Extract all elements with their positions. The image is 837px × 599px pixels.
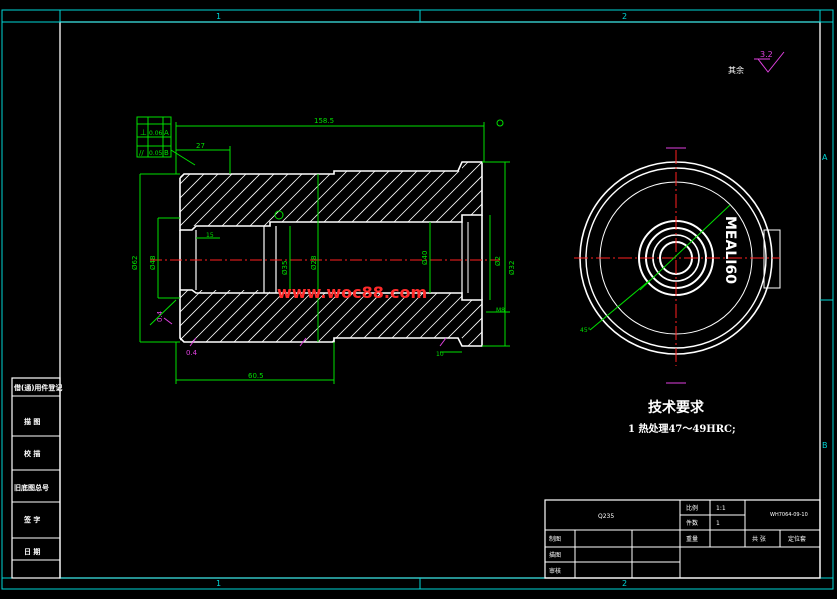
hatch-line xyxy=(297,290,359,346)
hatch-line xyxy=(261,162,331,226)
tol-val-2: 0.05 xyxy=(149,150,163,157)
dim-step-r: 10 xyxy=(436,351,444,358)
tb-qty-value: 1 xyxy=(716,520,720,527)
zone-col-top-2: 2 xyxy=(622,12,627,21)
dim-chamfer-2: 0.4 xyxy=(156,310,164,322)
hatch-line xyxy=(180,290,233,346)
dim-right-2: Ø2 xyxy=(494,256,502,266)
dim-right-32: Ø32 xyxy=(508,261,516,275)
tb-drawing-no: WH7064-09-10 xyxy=(770,512,808,518)
dim-inner-28: Ø28 xyxy=(310,256,318,270)
hatch-line xyxy=(233,162,303,226)
left-strip-2: 描 图 xyxy=(24,417,40,426)
tb-scale-label: 比例 xyxy=(686,504,698,512)
hatch-line xyxy=(479,290,482,346)
tol-sym-2: // xyxy=(139,149,144,157)
tol-datum-1: A xyxy=(164,129,169,137)
roughness-symbol xyxy=(754,51,785,73)
left-strip-4: 旧底图总号 xyxy=(14,483,49,492)
zone-col-bottom-1: 1 xyxy=(216,579,221,588)
dim-inner-35: Ø35 xyxy=(281,261,289,275)
dim-top-step: 27 xyxy=(196,142,205,150)
tb-row-2: 描图 xyxy=(549,551,561,559)
dim-bore: 15 xyxy=(206,232,214,239)
tol-sym-1: ⊥ xyxy=(140,128,147,137)
end-view-angle: 45° xyxy=(580,327,591,334)
tb-sheet-label: 共 张 xyxy=(752,535,766,543)
tb-qty-label: 件数 xyxy=(686,519,698,527)
hatch-line xyxy=(457,162,482,226)
hatch-line xyxy=(465,290,482,346)
dim-left-62: Ø62 xyxy=(131,256,139,270)
hatch-line xyxy=(311,290,373,346)
left-strip xyxy=(11,377,61,579)
dim-chamfer-1: 0.4 xyxy=(186,349,198,357)
hatch-line xyxy=(205,162,275,226)
left-strip-3: 校 描 xyxy=(24,449,40,458)
hatch-line xyxy=(269,290,331,346)
tb-weight-label: 重量 xyxy=(686,535,698,543)
tb-row-1: 制图 xyxy=(549,535,561,543)
dim-overall-length: 158.5 xyxy=(314,117,334,125)
title-block xyxy=(544,499,821,579)
hatch-line xyxy=(443,162,482,226)
end-view xyxy=(574,147,781,384)
dimension-lines xyxy=(139,119,510,384)
zone-row-b: B xyxy=(822,441,828,450)
hatch-line xyxy=(227,290,289,346)
dim-left-length: 60.5 xyxy=(248,372,264,380)
hatch-line xyxy=(451,290,482,346)
tb-part-name: 定位套 xyxy=(788,535,806,543)
hatch-line xyxy=(415,162,482,226)
roughness-label: 其余 xyxy=(728,65,744,75)
tolerance-frame xyxy=(136,116,196,166)
left-strip-5: 签 字 xyxy=(23,515,40,524)
hatch-line xyxy=(283,290,345,346)
tol-val-1: 0.06 xyxy=(149,130,163,137)
hatch-line xyxy=(180,162,247,226)
dim-inner-40: Ø40 xyxy=(421,251,429,265)
tech-req-title: 技术要求 xyxy=(648,399,705,416)
hatch-line xyxy=(255,290,317,346)
dim-left-48: Ø48 xyxy=(149,256,157,270)
hatch-line xyxy=(191,162,261,226)
hatch-line xyxy=(429,162,482,226)
left-strip-1: 借(通)用件登记 xyxy=(13,383,62,392)
hatch-line xyxy=(180,290,219,346)
left-strip-6: 日 期 xyxy=(24,547,40,556)
tb-material: Q235 xyxy=(598,513,614,520)
tb-row-3: 审核 xyxy=(549,567,561,575)
hatch-line xyxy=(213,290,275,346)
tech-req-item-1: 1 热处理47～49HRC; xyxy=(628,422,736,435)
hatch-line xyxy=(116,288,176,348)
tb-scale-value: 1:1 xyxy=(716,505,726,512)
section-view xyxy=(116,161,500,348)
hatch-line xyxy=(199,290,261,346)
hatch-line xyxy=(241,290,303,346)
zone-col-bottom-2: 2 xyxy=(622,579,627,588)
end-view-label: MEALI60 xyxy=(722,216,738,284)
dim-m8: M8 xyxy=(496,307,505,314)
hatch-line xyxy=(180,290,205,346)
zone-row-a: A xyxy=(822,153,828,162)
watermark: www.woc88.com xyxy=(277,283,427,302)
roughness-value: 3.2 xyxy=(760,50,773,59)
zone-col-top-1: 1 xyxy=(216,12,221,21)
tol-datum-2: B xyxy=(164,149,169,157)
